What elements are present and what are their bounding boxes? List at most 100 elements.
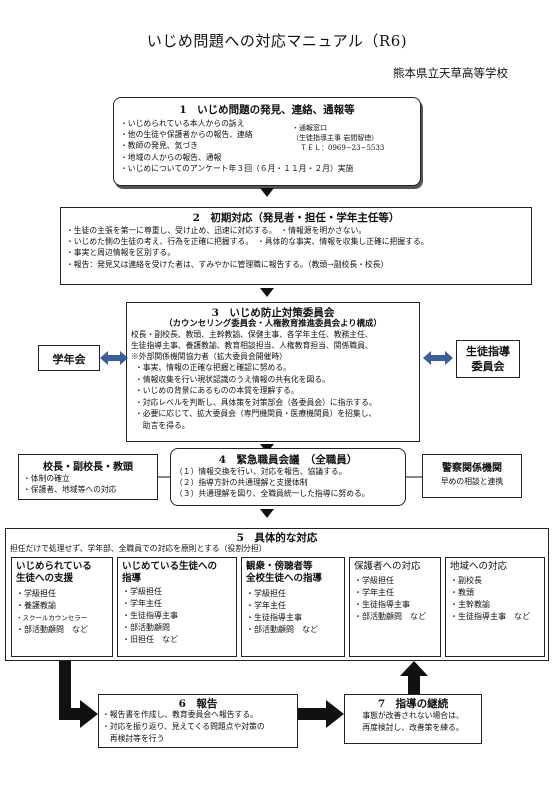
section-3-item: ・必要に応じて、拡大委員会（専門機関員・医療機関員）を招集し、 (135, 409, 377, 419)
contact-line: ・通報窓口 (292, 124, 327, 132)
section-7-items: 事態が改善されない場合は、 再度検討し、改善策を練る。 (345, 710, 481, 734)
col-item: ・旧担任 など (122, 635, 178, 644)
double-arrow-right (423, 351, 453, 365)
col-victim-support: いじめられている 生徒への支援 ・学級担任 ・養護教諭 ・スクールカウンセラー … (11, 557, 113, 657)
section-5-note: 担任だけで処理せず、学年部、全職員での対応を原則とする（役割分担） (10, 544, 267, 553)
arrow-4-5 (260, 509, 274, 518)
section-1-item: ・地域の人からの報告、通報 (120, 152, 222, 162)
col-bully-guidance: いじめている生徒への 指導 ・学級担任 ・学年主任 ・生徒指導主事 ・部活動顧問… (117, 557, 237, 657)
member-line: ※外部関係機関協力者（拡大委員会開催時） (131, 351, 287, 361)
col-title: いじめている生徒への 指導 (122, 561, 217, 585)
col-item: ・主幹教諭 (450, 600, 490, 609)
section-7-continued-guidance: 7 指導の継続 事態が改善されない場合は、 再度検討し、改善策を練る。 (344, 694, 482, 744)
col-items: ・学級担任 ・学年主任 ・生徒指導主事 ・部活動顧問 など (354, 575, 426, 623)
section-1-item: ・いじめについてのアンケート年３回（６月・１１月・２月）実施 (120, 163, 354, 173)
section-2-heading: 2 初期対応（発見者・担任・学年主任等） (192, 212, 400, 224)
col-item: ・学級担任 (16, 589, 56, 598)
section-3-items: ・事実、情報の正確な把握と確認に努める。 ・情報収集を行い現状認識のうえ情報の共… (135, 362, 377, 432)
col-community-response: 地域への対応 ・副校長 ・教頭 ・主幹教諭 ・生徒指導主事 など (445, 557, 545, 657)
col-title-line: いじめられている (16, 561, 92, 572)
principal-item: ・体制の確立 (23, 474, 70, 483)
section-4-items: （１）情報交換を行い、対応を報告、協議する。 （２）指導方針の共通理解と支援体制… (175, 466, 370, 500)
section-7-heading: 7 指導の継続 (377, 698, 449, 710)
col-item: ・学年主任 (122, 599, 162, 608)
col-items: ・副校長 ・教頭 ・主幹教諭 ・生徒指導主事 など (450, 575, 530, 623)
section-3-committee: 3 いじめ防止対策委員会 （カウンセリング委員会・人権教育推進委員会より構成） … (126, 302, 420, 442)
double-arrow-left (100, 351, 128, 365)
section-1-item: ・教師の発見、気づき (120, 141, 198, 151)
section-4-emergency-meeting: 4 緊急職員会議 （全職員） （１）情報交換を行い、対応を報告、協議する。 （２… (170, 448, 406, 506)
section-3-members: 校長・副校長、教頭、主幹教諭、保健主事、各学年主任、教務主任、 生徒指導主事、養… (131, 330, 373, 362)
col-item: ・部活動顧問 など (16, 625, 88, 634)
col-title-line: 保護者への対応 (354, 561, 421, 572)
col-title: 保護者への対応 (354, 561, 421, 573)
contact-line: ＴＥＬ：0969−23−5533 (300, 144, 385, 152)
principal-item: ・保護者、地域等への対応 (23, 485, 117, 495)
col-item: ・部活動顧問 など (246, 625, 318, 634)
section-6-item: 再検討等を行う (102, 734, 165, 743)
col-item: ・部活動顧問 など (354, 612, 426, 621)
member-line: 生徒指導主事、養護教諭、教育相談担当、人権教育担当、関係職員、 (131, 340, 373, 350)
section-2-line: ・生徒の主張を第一に尊重し、受け止め、迅速に対応する。 ・情報源を明かさない。 (66, 226, 367, 235)
col-title-line: 地域への対応 (450, 561, 508, 572)
police-box: 警察関係機関 早めの相談と連携 (422, 454, 522, 498)
principal-box: 校長・副校長・教頭 ・体制の確立 ・保護者、地域等への対応 (18, 454, 158, 500)
flow-arrows (59, 661, 428, 728)
col-items: ・学級担任 ・学年主任 ・生徒指導主事 ・部活動顧問 ・旧担任 など (122, 586, 178, 646)
col-item: ・生徒指導主事 (354, 600, 410, 609)
section-5-concrete-response: 5 具体的な対応 担任だけで処理せず、学年部、全職員での対応を原則とする（役割分… (5, 528, 549, 661)
page-title: いじめ問題への対応マニュアル（R6) (146, 32, 408, 50)
col-item: ・副校長 (450, 576, 482, 585)
col-item: ・学級担任 (122, 587, 162, 596)
section-1-item: ・いじめられている本人からの訴え (120, 119, 245, 128)
principal-items: ・体制の確立 ・保護者、地域等への対応 (23, 473, 117, 495)
section-1-items: ・いじめられている本人からの訴え ・他の生徒や保護者からの報告、連絡 ・教師の発… (120, 118, 353, 174)
section-4-item: （３）共通理解を図り、全職員統一した指導に努める。 (175, 489, 370, 499)
col-item: ・部活動顧問 (122, 623, 170, 632)
col-item: ・学級担任 (354, 576, 394, 585)
section-3-item: ・いじめの背景にあるものの本質を理解する。 (135, 386, 299, 396)
col-title-line: 全校生徒への指導 (246, 573, 323, 584)
col-item: ・学年主任 (246, 601, 286, 610)
section-4-item: （１）情報交換を行い、対応を報告、協議する。 (175, 467, 347, 476)
col-title: いじめられている 生徒への支援 (16, 561, 92, 585)
col-item: ・生徒指導主事 など (450, 612, 530, 621)
section-3-item: ・事実、情報の正確な把握と確認に努める。 (135, 363, 291, 372)
school-name: 熊本県立天草高等学校 (393, 66, 508, 80)
col-title: 地域への対応 (450, 561, 507, 573)
section-3-item: ・対応レベルを判断し、具体策を対策部会（各委員会）に指示する。 (135, 397, 377, 407)
section-1-contact: ・通報窓口 （生徒指導主事 岩間智徳） ＴＥＬ：0969−23−5533 (292, 123, 384, 153)
section-3-item: 助言を得る。 (135, 420, 190, 430)
col-title: 観衆・傍聴者等 全校生徒への指導 (246, 561, 322, 585)
section-2-initial-response: 2 初期対応（発見者・担任・学年主任等） ・生徒の主張を第一に尊重し、受け止め、… (60, 207, 532, 285)
col-item: ・養護教諭 (16, 601, 56, 610)
connector-right (406, 476, 422, 478)
col-item: ・学年主任 (354, 588, 394, 597)
member-line: 校長・副校長、教頭、主幹教諭、保健主事、各学年主任、教務主任、 (131, 330, 373, 339)
col-items: ・学級担任 ・学年主任 ・生徒指導主事 ・部活動顧問 など (246, 588, 318, 636)
col-item: ・学級担任 (246, 589, 286, 598)
arrow-1-2 (260, 188, 274, 197)
col-title-line: 観衆・傍聴者等 (246, 561, 313, 572)
double-arrow-left-2 (158, 476, 170, 478)
col-item: ・生徒指導主事 (246, 613, 302, 622)
police-heading: 警察関係機関 (442, 463, 502, 474)
section-1-discovery: 1 いじめ問題の発見、連絡、通報等 ・いじめられている本人からの訴え ・他の生徒… (113, 97, 421, 186)
section-7-item: 再度検討し、改善策を練る。 (362, 723, 464, 732)
section-2-line: ・報告：発見又は連絡を受けた者は、すみやかに管理職に報告する。（教頭→副校長・校… (66, 259, 389, 269)
section-6-item: ・報告書を作成し、教育委員会へ報告する。 (102, 710, 258, 719)
section-6-items: ・報告書を作成し、教育委員会へ報告する。 ・対応を振り返り、見えてくる問題点や対… (102, 709, 265, 745)
section-2-line: ・事実と周辺情報を区別する。 (66, 248, 176, 258)
col-title-line: 指導 (122, 573, 142, 584)
section-6-item: ・対応を振り返り、見えてくる問題点や対策の (102, 722, 265, 731)
section-6-heading: 6 報告 (178, 698, 218, 710)
student-guidance-label: 委員会 (471, 360, 505, 373)
student-guidance-label: 生徒指導 (466, 345, 510, 358)
police-text: 早めの相談と連携 (440, 477, 504, 486)
section-3-subheading: （カウンセリング委員会・人権教育推進委員会より構成） (164, 318, 382, 328)
section-2-line: ・いじめた側の生徒の考え、行為を正確に把握する。 ・具体的な事実、情報を収集し正… (66, 237, 429, 247)
col-bystander-guidance: 観衆・傍聴者等 全校生徒への指導 ・学級担任 ・学年主任 ・生徒指導主事 ・部活… (241, 557, 345, 657)
section-1-item: ・他の生徒や保護者からの報告、連絡 (120, 130, 253, 140)
student-guidance-committee-box: 生徒指導 委員会 (456, 340, 520, 378)
principal-heading: 校長・副校長・教頭 (43, 462, 133, 473)
